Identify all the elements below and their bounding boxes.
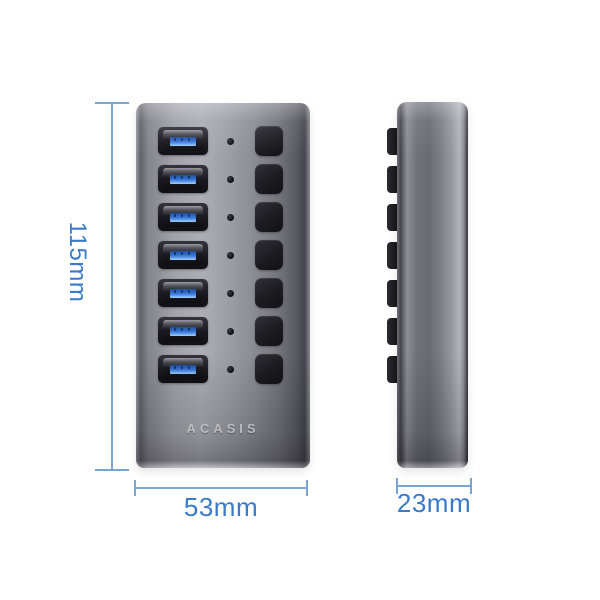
port-power-button [255,202,283,232]
led-indicator [227,365,234,373]
usb-port-tongue [170,251,196,260]
depth-dimension-label: 23mm [396,488,472,518]
led-indicator [227,327,234,335]
usb-port-tongue [170,365,196,374]
usb-port-pins [174,366,192,369]
led-indicator [227,289,234,297]
usb-port-cavity [163,282,203,303]
usb-port [158,279,208,307]
usb-port [158,165,208,193]
usb-port [158,355,208,383]
usb-port-tongue [170,213,196,222]
usb-port-pins [174,252,192,255]
usb-port-cavity [163,168,203,189]
usb-port-pins [174,176,192,179]
hub-side-face [397,102,468,468]
height-dimension-line [111,103,113,470]
usb-port [158,127,208,155]
port-power-button [255,164,283,194]
usb-port-pins [174,328,192,331]
port-power-button [255,126,283,156]
usb-port [158,317,208,345]
usb-port-tongue [170,137,196,146]
led-indicator [227,213,234,221]
hub-side-view [387,102,468,468]
port-power-button [255,278,283,308]
usb-port-cavity [163,320,203,341]
port-power-button [255,240,283,270]
usb-port-tongue [170,289,196,298]
height-dimension-label: 115mm [64,221,91,303]
led-indicator [227,137,234,145]
width-dimension-line [134,487,308,489]
usb-port-tongue [170,175,196,184]
hub-front-view: ACASIS [136,103,310,468]
usb-port [158,241,208,269]
width-dimension-tick-right [306,480,308,496]
depth-dimension-line [396,485,472,487]
led-indicator [227,251,234,259]
usb-port [158,203,208,231]
usb-port-cavity [163,358,203,379]
usb-port-cavity [163,206,203,227]
usb-port-pins [174,290,192,293]
port-power-button [255,354,283,384]
led-indicator [227,175,234,183]
usb-port-cavity [163,130,203,151]
width-dimension-label: 53mm [183,492,259,522]
depth-dimension-tick-right [470,478,472,494]
usb-port-pins [174,138,192,141]
usb-port-pins [174,214,192,217]
port-power-button [255,316,283,346]
height-dimension-tick-bottom [95,469,129,471]
usb-port-tongue [170,327,196,336]
brand-logo: ACASIS [186,421,260,436]
depth-dimension: 23mm [396,478,472,519]
width-dimension: 53mm [134,480,308,523]
usb-port-cavity [163,244,203,265]
